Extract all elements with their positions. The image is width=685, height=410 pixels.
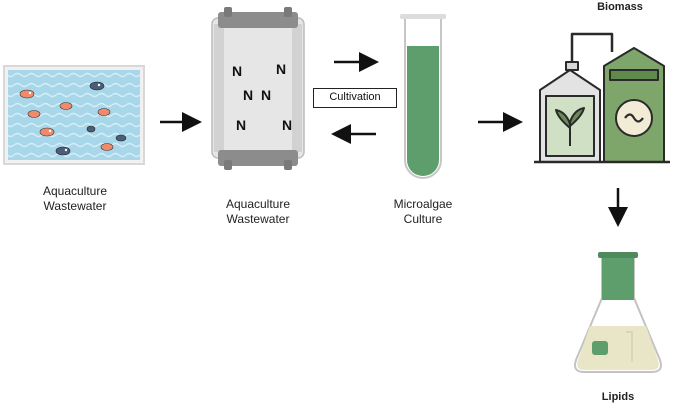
erlenmeyer-flask-icon: [574, 252, 662, 373]
lipids-caption: Lipids: [601, 391, 635, 403]
pond-caption: Aquaculture Wastewater: [42, 184, 108, 213]
fish-pond-icon: [3, 65, 145, 165]
nitrogen-symbol: N: [236, 117, 246, 133]
tube-caption: Microalgae Culture: [393, 197, 453, 226]
nitrogen-symbol: N: [243, 87, 253, 103]
nitrogen-symbol: N: [261, 87, 271, 103]
nitrogen-symbol: N: [282, 117, 292, 133]
test-tube-icon: [400, 14, 446, 179]
biomass-caption: Biomass: [597, 1, 643, 13]
biomass-digester-icon: [534, 32, 670, 164]
reactor-caption: Aquaculture Wastewater: [225, 197, 291, 226]
nitrogen-symbol: N: [276, 61, 286, 77]
cultivation-label: Cultivation: [313, 88, 397, 108]
photobioreactor-icon: [211, 7, 305, 170]
nitrogen-symbol: N: [232, 63, 242, 79]
